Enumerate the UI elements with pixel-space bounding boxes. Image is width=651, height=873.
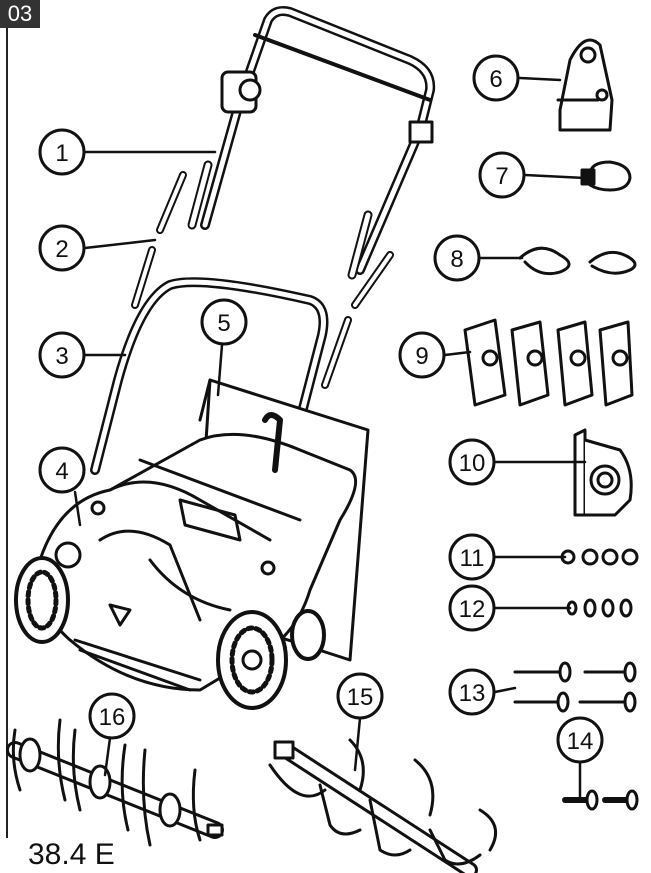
callout-2: [38, 224, 86, 272]
carriage-bolts: [513, 661, 637, 713]
callout-16: [88, 692, 136, 740]
callout-label-10: 10: [459, 450, 486, 477]
callout-15: [336, 672, 384, 720]
callout-11: [448, 533, 496, 581]
callout-3: [38, 331, 86, 379]
callout-label-1: 1: [55, 140, 68, 167]
callout-label-14: 14: [567, 728, 594, 755]
callout-14: [556, 716, 604, 764]
frame-border-left: [6, 28, 8, 838]
lower-handle: [90, 277, 329, 555]
callout-label-16: 16: [99, 704, 126, 731]
callout-label-15: 15: [347, 684, 374, 711]
callout-label-4: 4: [55, 458, 68, 485]
upper-handle: [200, 6, 436, 275]
figure-number-tag: 03: [0, 0, 40, 28]
quick-release-levers: [463, 318, 634, 407]
callout-label-9: 9: [415, 343, 428, 370]
axle-pins: [562, 789, 639, 811]
wheel-front-left: [14, 556, 70, 644]
callout-4: [38, 446, 86, 494]
middle-tube-set: [131, 171, 394, 389]
callout-label-12: 12: [459, 596, 486, 623]
callout-label-7: 7: [495, 163, 508, 190]
spring-clips: [518, 246, 637, 276]
callout-1: [38, 128, 86, 176]
cable-clamp: [556, 38, 614, 132]
callout-7: [478, 151, 526, 199]
callout-6: [472, 54, 520, 102]
model-designation: 38.4 E: [28, 838, 115, 871]
callout-label-3: 3: [55, 343, 68, 370]
hinge-bracket: [573, 428, 633, 517]
callout-5: [200, 298, 248, 346]
callout-label-2: 2: [55, 236, 68, 263]
cable-tie-loop: [580, 160, 632, 192]
scarifier-blade-roller: [268, 738, 498, 873]
callout-9: [398, 331, 446, 379]
callout-label-13: 13: [459, 680, 486, 707]
callout-label-11: 11: [460, 545, 485, 572]
callout-label-8: 8: [450, 246, 463, 273]
aerator-spring-roller: [6, 718, 224, 847]
nut-set: [560, 548, 639, 566]
callout-12: [448, 584, 496, 632]
callout-10: [448, 438, 496, 486]
callout-leaders: [73, 76, 587, 802]
callout-8: [433, 234, 481, 282]
wheel-rear-right: [290, 609, 326, 661]
callout-labels: 1 2 3 4 5 6 7 8 9 10 11 12 13 14 15 16: [55, 66, 593, 755]
callout-markers: [38, 54, 604, 764]
callout-label-5: 5: [217, 310, 230, 337]
upper-handle-tubes: [187, 160, 373, 280]
washer-set: [566, 598, 633, 618]
callout-13: [448, 668, 496, 716]
wheel-front-right: [216, 610, 288, 710]
callout-label-6: 6: [489, 66, 502, 93]
